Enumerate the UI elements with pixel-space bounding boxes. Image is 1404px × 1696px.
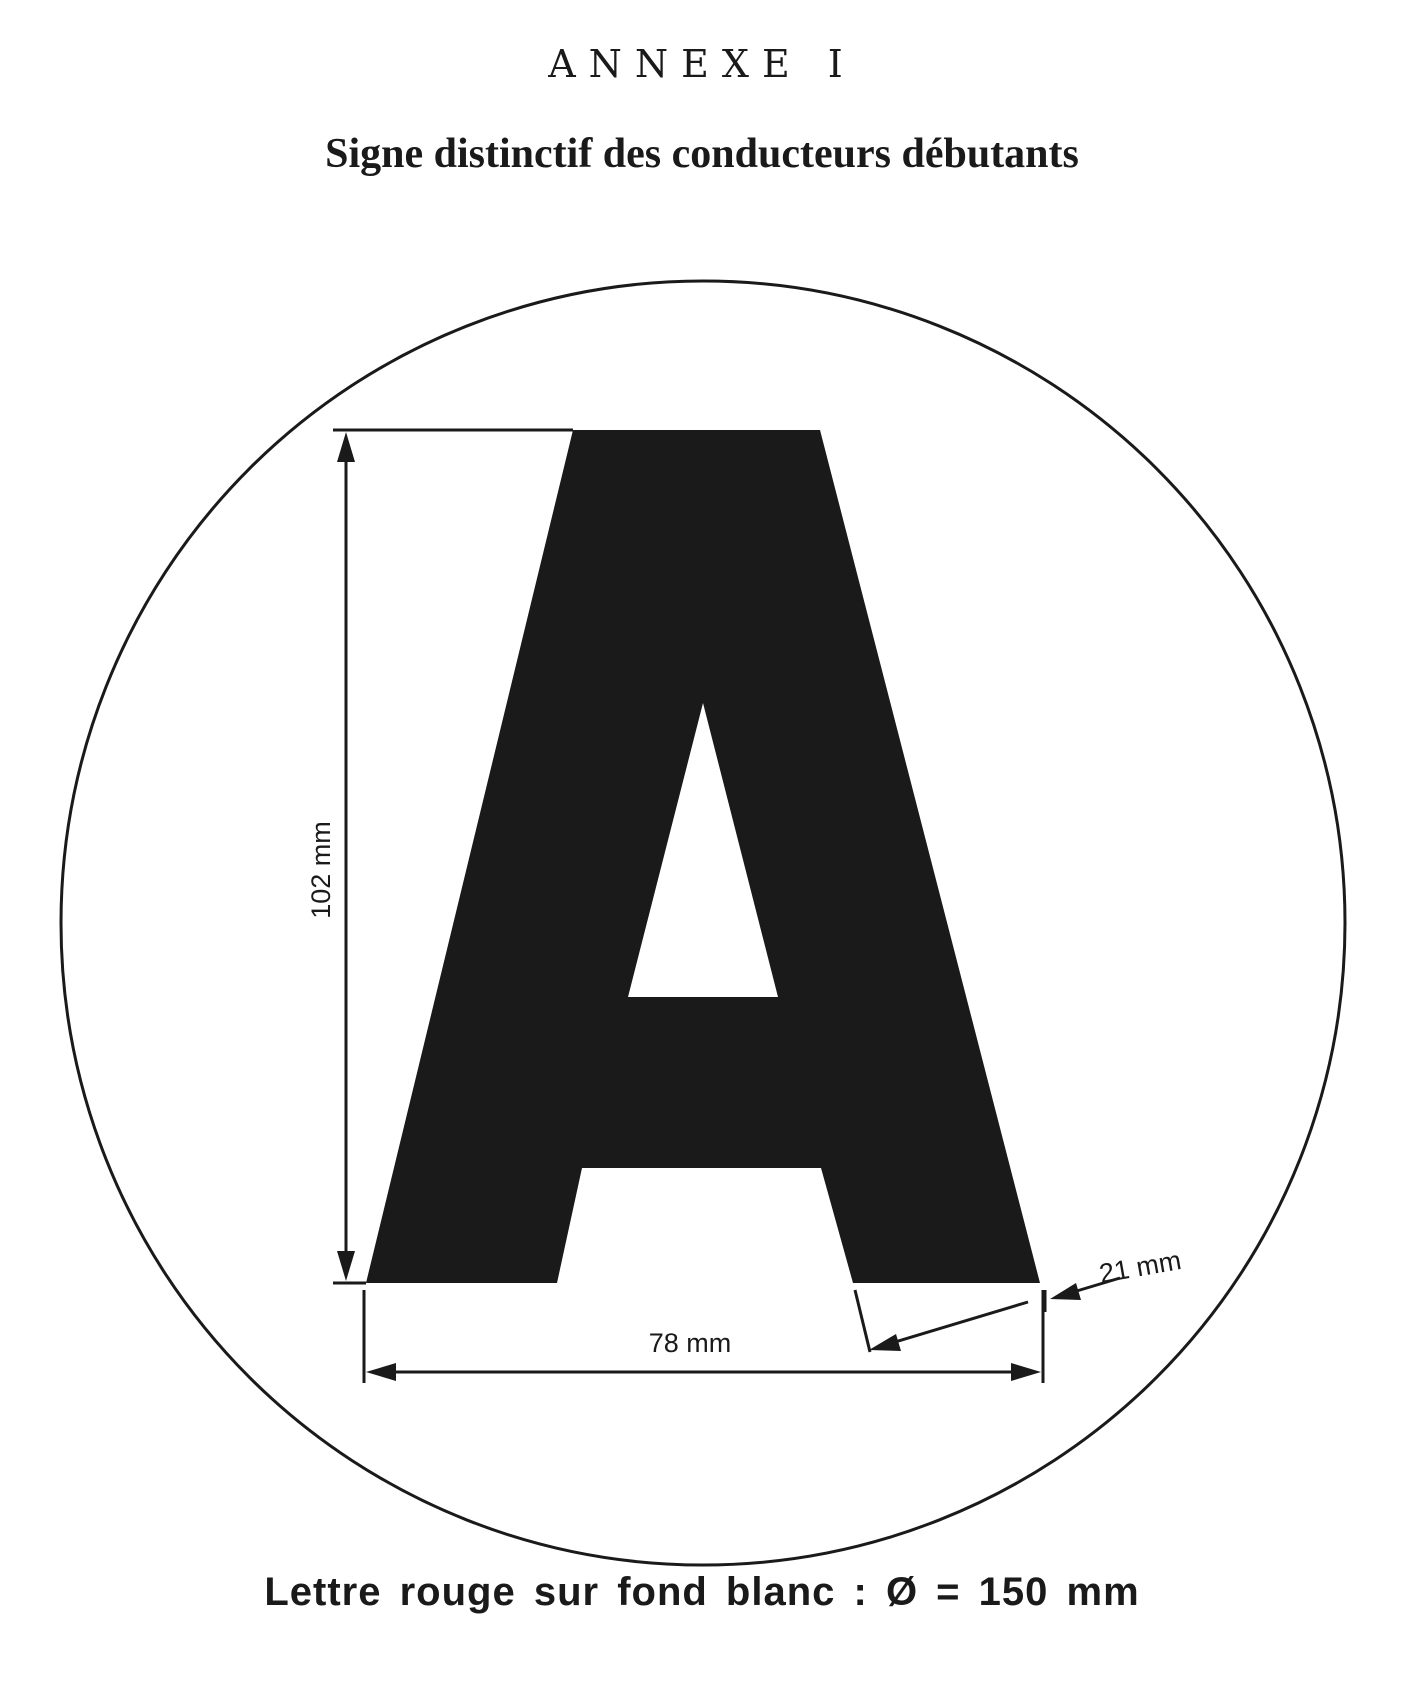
stroke-dimension [853, 1276, 1121, 1353]
annex-title: ANNEXE I [548, 42, 856, 86]
sign-caption: Lettre rouge sur fond blanc : Ø = 150 mm [264, 1570, 1140, 1614]
width-label: 78 mm [649, 1328, 732, 1358]
height-dimension [333, 428, 573, 1285]
stroke-label: 21 mm [1097, 1245, 1183, 1289]
width-dimension [362, 1290, 1045, 1383]
letter-a-shape [366, 430, 1040, 1283]
document-subtitle: Signe distinctif des conducteurs débutan… [325, 131, 1079, 177]
height-label: 102 mm [306, 821, 336, 919]
sign-circle [59, 279, 1347, 1567]
